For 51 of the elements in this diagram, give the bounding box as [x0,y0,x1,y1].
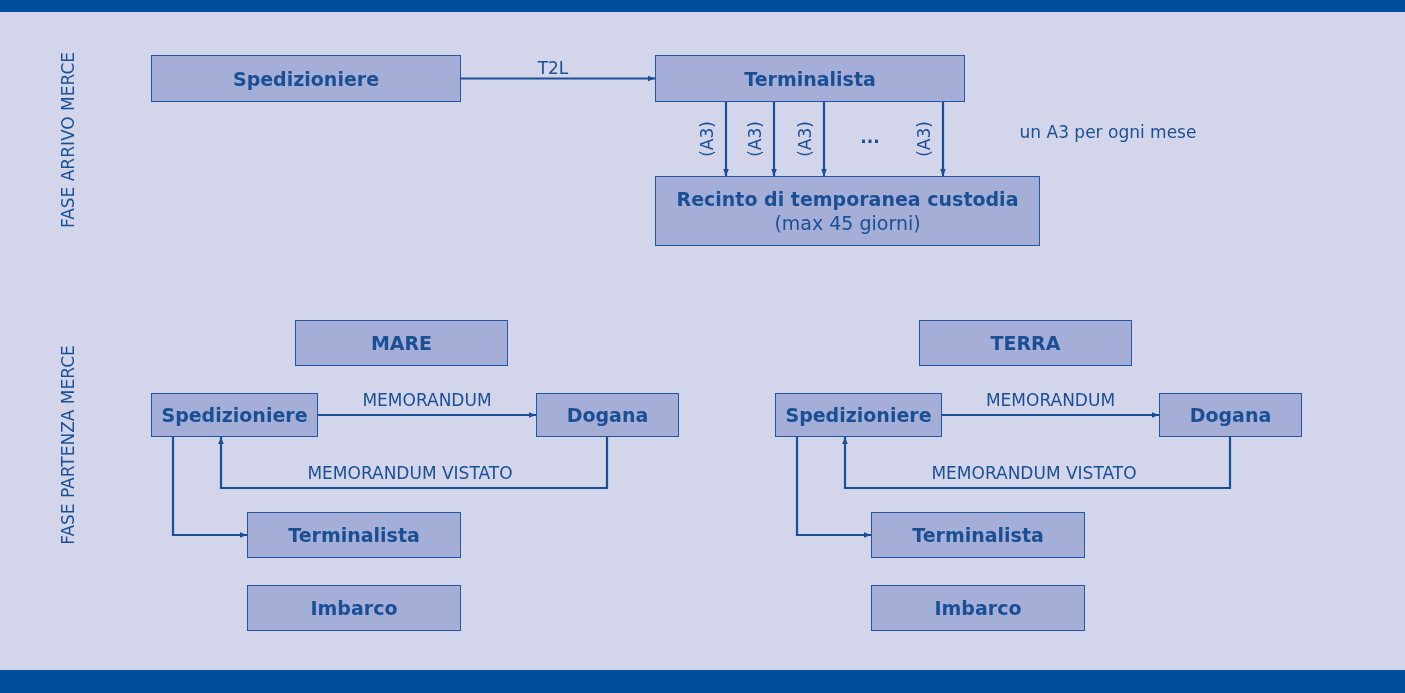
box-title: Dogana [1189,403,1272,427]
section-label: FASE ARRIVO MERCE [58,51,78,229]
arrow [461,75,655,82]
process-box [247,512,461,558]
arrow [771,102,777,176]
note-text: un A3 per ogni mese [1019,122,1197,142]
box-title: Recinto di temporanea custodia [676,187,1019,211]
process-box [1159,393,1302,437]
arrow [218,437,609,490]
box-title: Spedizioniere [161,403,308,427]
process-box [655,55,965,102]
edge-label: (A3) [914,121,934,157]
section-label: FASE PARTENZA MERCE [58,345,78,545]
edge-label: (A3) [697,121,717,157]
box-title: Spedizioniere [232,66,380,91]
arrow [318,412,536,418]
process-box [775,393,942,437]
box-title: Imbarco [934,596,1022,620]
box-title: TERRA [990,331,1061,355]
edge-label: (A3) [745,121,765,157]
box-note: (max 45 giorni) [774,211,921,235]
arrow [842,437,1232,490]
edge-label: (A3) [795,121,815,157]
process-box [871,512,1085,558]
box-title: Terminalista [288,523,420,547]
box-title: Terminalista [744,66,876,91]
arrow [795,437,871,538]
edge-label: T2L [537,57,569,78]
note-text: ... [860,127,880,147]
box-title: Dogana [566,403,649,427]
edge-label: MEMORANDUM VISTATO [931,463,1137,483]
process-box [655,176,1040,246]
box-title: Terminalista [912,523,1044,547]
edge-label: MEMORANDUM [985,390,1116,410]
process-box [151,55,461,102]
process-box [151,393,318,437]
box-title: Spedizioniere [785,403,932,427]
edge-label: MEMORANDUM [362,390,492,410]
box-title: MARE [370,331,433,355]
edge-label: MEMORANDUM VISTATO [307,463,513,483]
process-box [536,393,679,437]
process-box [871,585,1085,631]
arrow [940,102,946,176]
arrow [821,102,827,176]
process-box [247,585,461,631]
arrow [723,102,729,176]
process-box [295,320,508,366]
arrow [942,412,1159,418]
arrow [171,437,247,538]
box-title: Imbarco [310,596,398,620]
process-box [919,320,1132,366]
